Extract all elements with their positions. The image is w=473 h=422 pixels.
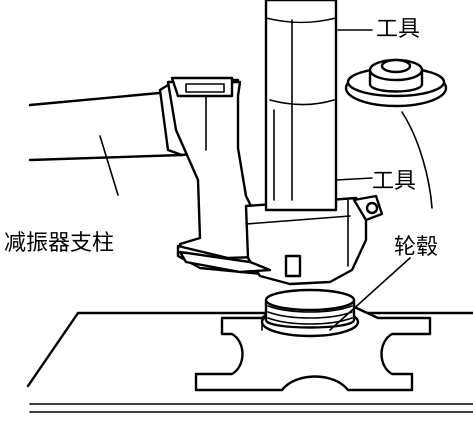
tool-ring	[344, 58, 448, 108]
leader-lines	[99, 29, 433, 331]
label-tool-mid: 工具	[372, 169, 416, 194]
leader-hub	[329, 257, 411, 331]
hub-carrier	[178, 194, 384, 286]
label-tool-top: 工具	[376, 17, 420, 42]
wheel-hub	[260, 288, 360, 338]
tool-pipe	[264, 0, 338, 212]
label-strut: 减振器支柱	[4, 231, 114, 256]
label-hub: 轮毂	[394, 235, 438, 260]
leader-ring	[401, 111, 433, 209]
leader-strut	[99, 135, 119, 196]
leader-tool-mid	[335, 177, 373, 181]
